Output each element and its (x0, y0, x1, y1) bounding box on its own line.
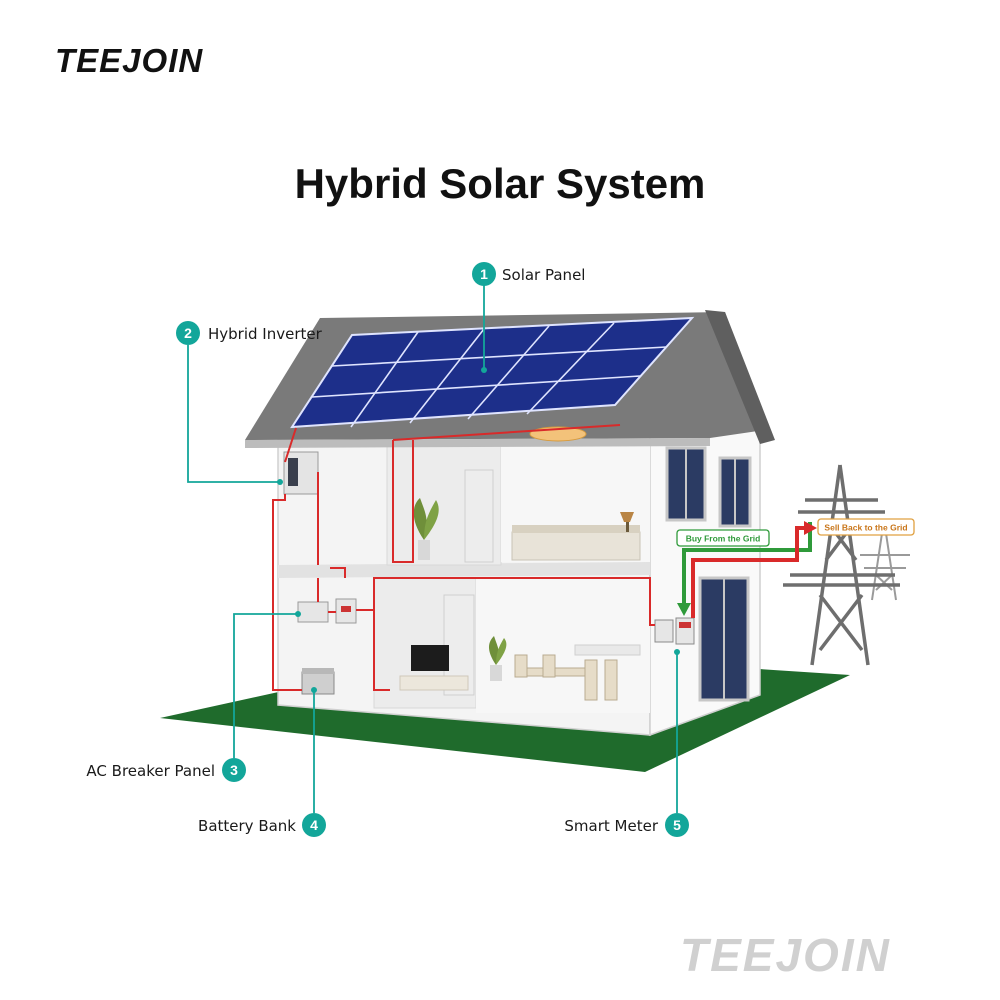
sell-label-box (817, 518, 915, 536)
callout-label: Hybrid Inverter (208, 325, 323, 343)
callout-badge (222, 758, 246, 782)
solar-panel-grid (311, 322, 667, 428)
tv-unit (399, 645, 469, 691)
callout-badge (302, 813, 326, 837)
page-title: Hybrid Solar System (294, 160, 706, 207)
callout-number: 5 (673, 817, 681, 833)
callout-number: 1 (480, 266, 488, 282)
transmission-tower-near (783, 464, 900, 666)
house-wiring (272, 424, 655, 691)
callout-label: AC Breaker Panel (86, 762, 215, 780)
callout-dots (277, 367, 680, 693)
brand-logo: TEEJOIN (55, 42, 204, 79)
callout-leaders (187, 284, 678, 813)
door-upper (464, 469, 494, 563)
callout-badge (665, 813, 689, 837)
sell-arrowhead (804, 521, 817, 535)
callout-label: Solar Panel (502, 266, 585, 284)
buy-from-grid-arrow (682, 522, 812, 605)
ac-breaker-panel-unit (297, 598, 357, 624)
callout-solar-panel: 1 Solar Panel (472, 262, 585, 286)
callout-ac-breaker-panel: 3 AC Breaker Panel (86, 758, 246, 782)
roof-edge (245, 438, 710, 448)
battery-bank-unit (301, 668, 335, 695)
dining-set (514, 654, 618, 701)
smart-meter-unit (654, 617, 695, 645)
plant-lower (489, 636, 507, 681)
sell-to-grid-label: Sell Back to the Grid (824, 523, 907, 533)
callout-number: 4 (310, 817, 318, 833)
callout-label: Battery Bank (198, 817, 296, 835)
bed (511, 525, 641, 561)
bedside-lamp (620, 512, 634, 532)
plant-upper (413, 498, 439, 560)
kitchen-counter (574, 644, 641, 656)
buy-label-box (676, 529, 770, 547)
sell-to-grid-arrow (691, 526, 805, 618)
callout-smart-meter: 5 Smart Meter (564, 813, 689, 837)
callout-battery-bank: 4 Battery Bank (198, 813, 326, 837)
glass-door (698, 576, 750, 702)
hybrid-inverter-unit (283, 451, 319, 495)
buy-arrowhead (677, 603, 691, 616)
floor-slab (278, 562, 650, 578)
callout-number: 2 (184, 325, 192, 341)
callout-badge (472, 262, 496, 286)
callout-label: Smart Meter (564, 817, 658, 835)
window-upper-right (718, 456, 752, 528)
buy-from-grid-label: Buy From the Grid (686, 534, 761, 544)
brand-watermark: TEEJOIN (680, 929, 891, 981)
window-upper-left (665, 446, 707, 522)
callout-number: 3 (230, 762, 238, 778)
roof-gable-trim (705, 310, 775, 444)
callout-hybrid-inverter: 2 Hybrid Inverter (176, 321, 323, 345)
callout-badge (176, 321, 200, 345)
